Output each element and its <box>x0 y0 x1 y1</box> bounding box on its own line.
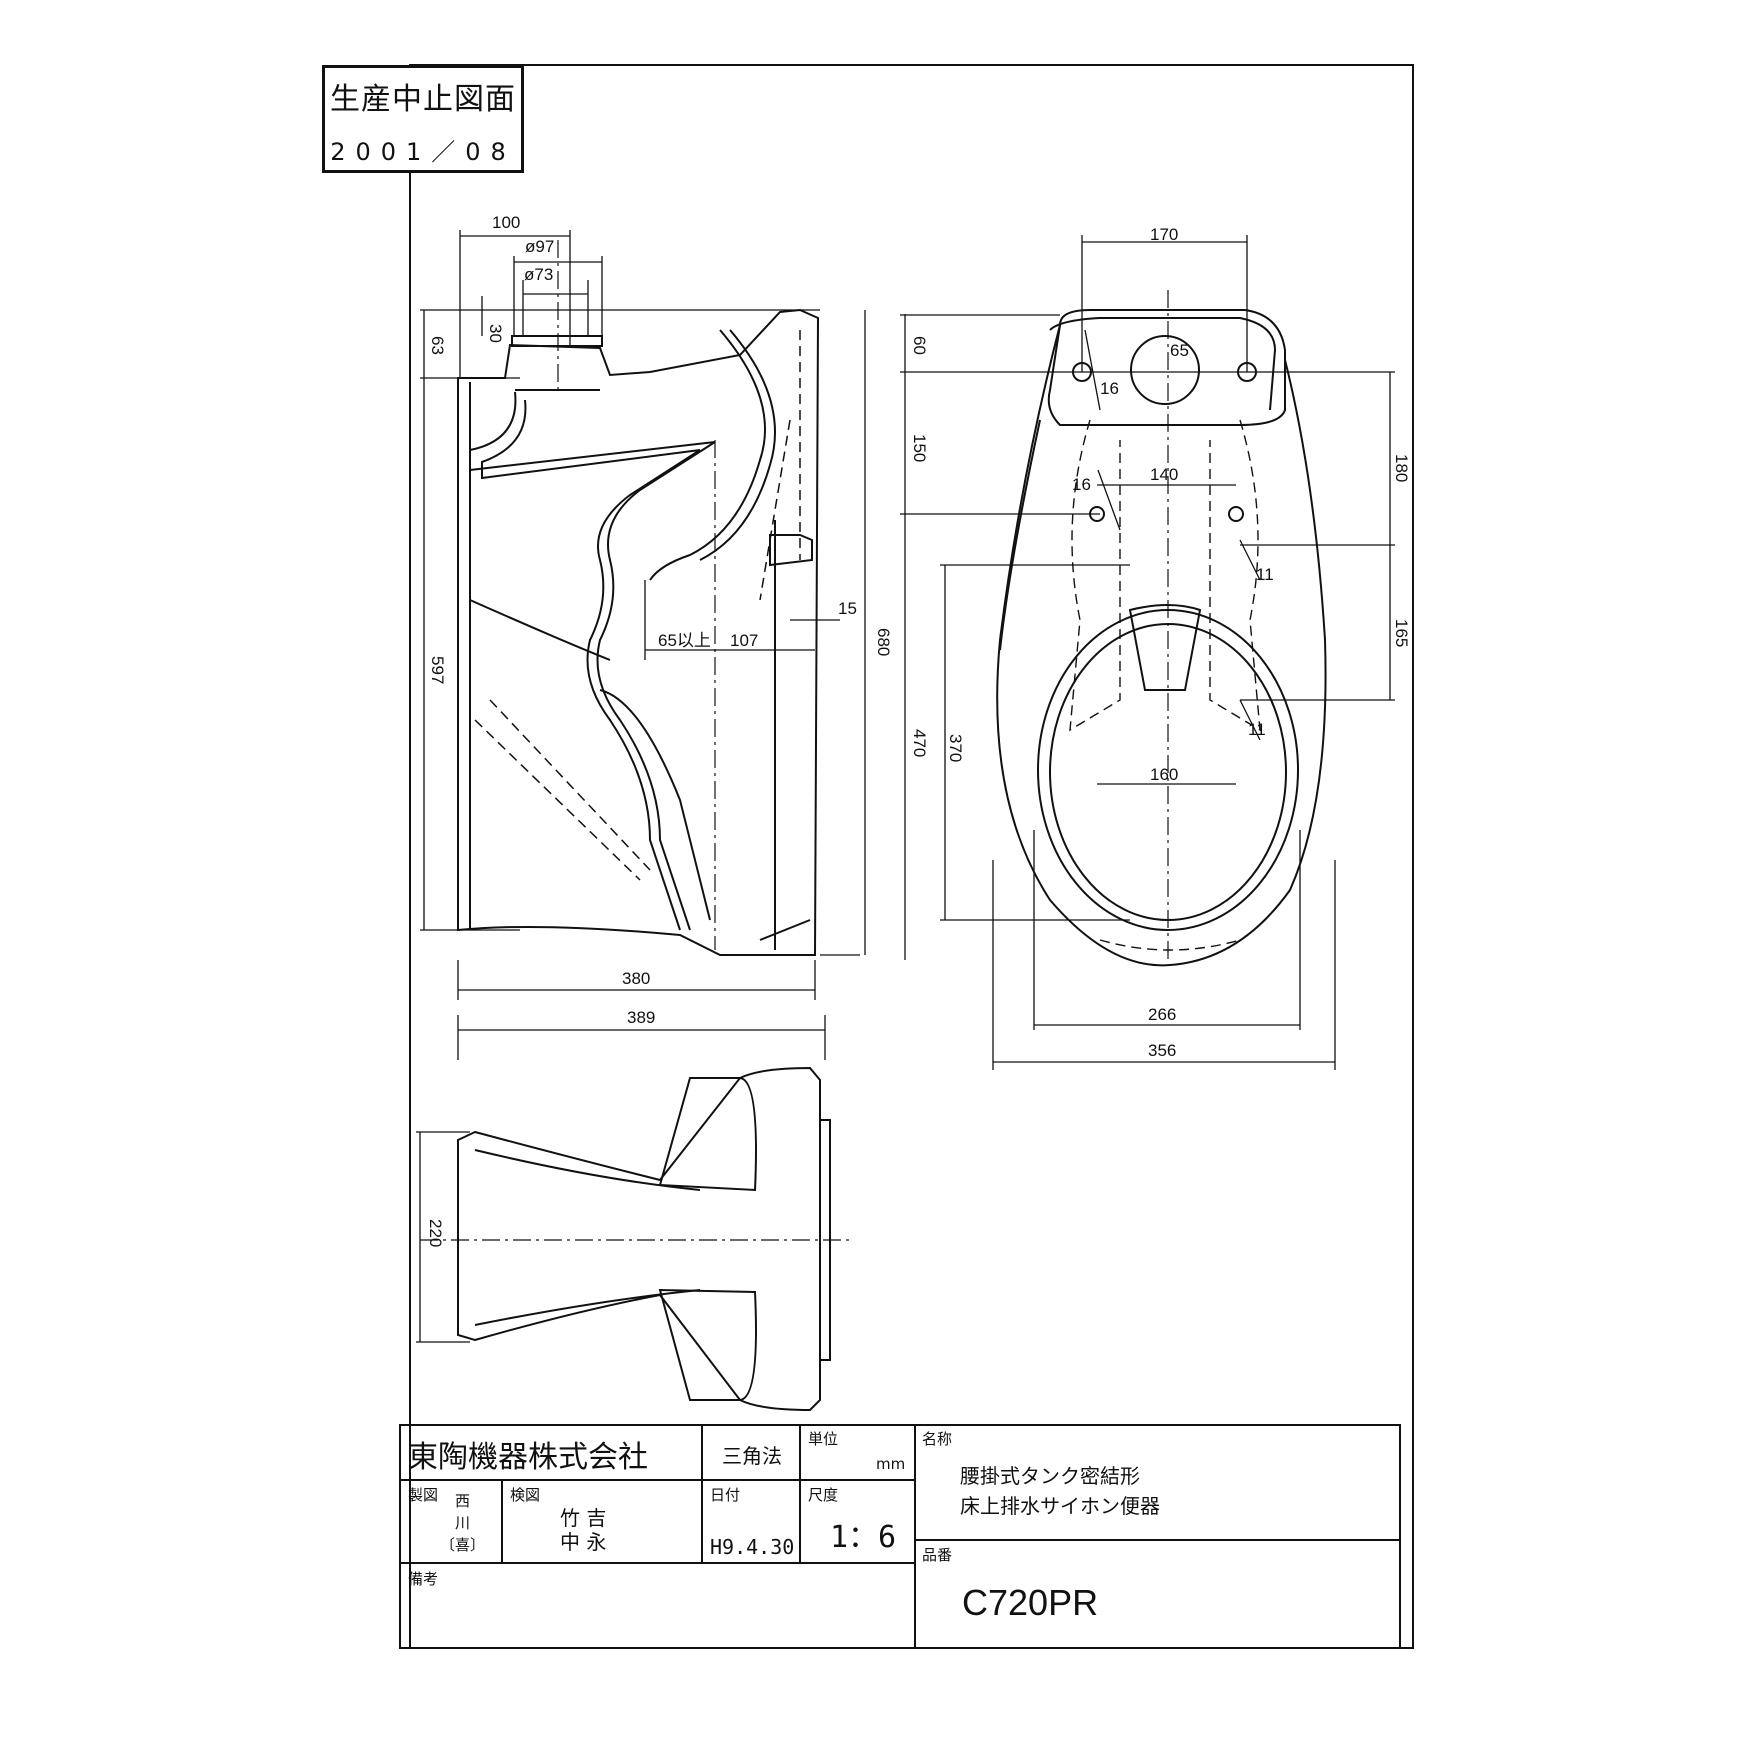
title-block-grid <box>399 1424 1401 1649</box>
date-value: H9.4.30 <box>710 1535 795 1559</box>
unit-label: 単位 <box>808 1430 839 1448</box>
dim-65: 65 <box>1170 341 1189 360</box>
drawn-by-3: 〔喜〕 <box>440 1536 486 1554</box>
dim-597: 597 <box>428 656 447 684</box>
dim-60: 60 <box>910 336 929 355</box>
checked-by-1: 竹 吉 <box>560 1506 607 1530</box>
unit-value: mm <box>876 1455 906 1473</box>
dim-73: ø73 <box>524 265 553 284</box>
dim-170: 170 <box>1150 225 1178 244</box>
dim-65-over: 65以上 <box>658 631 711 650</box>
drawing-frame <box>409 64 1414 1649</box>
side-dimension-lines <box>420 230 866 1000</box>
dim-150: 150 <box>910 434 929 462</box>
remarks-label: 備考 <box>408 1570 439 1588</box>
dim-266: 266 <box>1148 1005 1176 1024</box>
checked-label: 検図 <box>510 1486 541 1504</box>
dim-180: 180 <box>1392 454 1411 482</box>
dim-380: 380 <box>622 969 650 988</box>
stamp-title: 生産中止図面 <box>330 82 516 117</box>
dim-389: 389 <box>627 1008 655 1027</box>
scale-label: 尺度 <box>808 1486 839 1504</box>
side-dimension-texts: 100 ø97 ø73 30 63 597 65以上 107 15 680 38… <box>428 213 893 988</box>
projection-method: 三角法 <box>722 1444 782 1468</box>
stamp-date: 2001／08 <box>330 138 516 166</box>
checked-by-2: 中 永 <box>560 1530 607 1554</box>
bottom-dimension-lines <box>416 1015 826 1343</box>
dim-220: 220 <box>426 1219 445 1247</box>
dim-107: 107 <box>730 631 758 650</box>
dim-100: 100 <box>492 213 520 232</box>
dim-165: 165 <box>1392 619 1411 647</box>
drawn-by-2: 川 <box>455 1514 471 1532</box>
product-code: C720PR <box>962 1582 1099 1623</box>
bottom-view <box>420 1066 850 1412</box>
product-name-line1: 腰掛式タンク密結形 <box>960 1464 1140 1488</box>
dim-97: ø97 <box>525 237 554 256</box>
dim-680: 680 <box>874 628 893 656</box>
drawn-by-1: 西 <box>455 1492 471 1510</box>
dim-470: 470 <box>910 729 929 757</box>
drawn-label: 製図 <box>408 1486 439 1504</box>
dim-356: 356 <box>1148 1041 1176 1060</box>
dim-16b: 16 <box>1072 475 1091 494</box>
dim-140: 140 <box>1150 465 1178 484</box>
dim-30: 30 <box>486 324 505 343</box>
scale-value: 1：6 <box>830 1520 897 1555</box>
top-dimension-texts: 170 60 65 16 150 180 140 16 11 165 470 3… <box>910 225 1411 1060</box>
side-section-view <box>457 240 820 956</box>
date-label: 日付 <box>710 1486 741 1504</box>
dim-160: 160 <box>1150 765 1178 784</box>
name-label: 名称 <box>922 1430 953 1448</box>
dim-11a: 11 <box>1256 565 1274 584</box>
product-name-line2: 床上排水サイホン便器 <box>960 1494 1160 1518</box>
product-code-label: 品番 <box>922 1546 953 1564</box>
company-name: 東陶機器株式会社 <box>408 1440 648 1475</box>
discontinued-stamp: 生産中止図面 2001／08 <box>322 65 524 173</box>
top-dimension-lines <box>900 235 1395 1070</box>
dim-16a: 16 <box>1100 379 1119 398</box>
dim-63: 63 <box>428 336 447 355</box>
dim-15: 15 <box>838 599 857 618</box>
dim-11b: 11 <box>1248 720 1266 739</box>
top-view <box>996 290 1327 967</box>
bottom-dimension-texts: 389 220 <box>426 1008 655 1247</box>
dim-370: 370 <box>946 734 965 762</box>
